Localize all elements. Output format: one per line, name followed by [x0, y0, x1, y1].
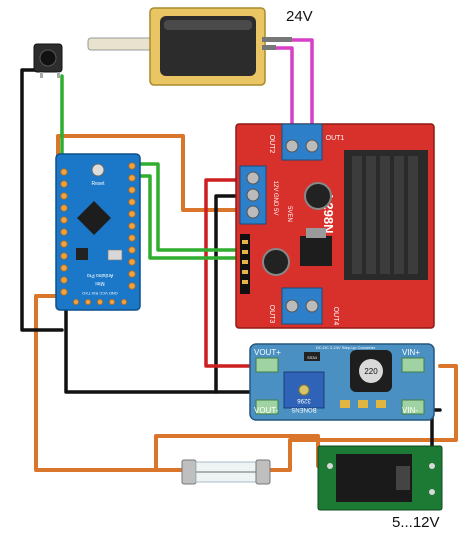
l298n-capacitor-bottom [262, 248, 290, 276]
boost-vout-minus-pad [255, 399, 279, 415]
arduino-brand-line2: Mini [95, 280, 104, 286]
l298n-out1-label: OUT1 [326, 135, 345, 142]
boost-cap-c [376, 400, 386, 408]
push-button-pin-left [40, 72, 43, 78]
dc-jack [317, 445, 443, 511]
l298n-5ven-label: 5VEN [286, 206, 292, 222]
arduino-reset-label: Reset [91, 181, 105, 187]
solenoid-lead-tip-b [262, 45, 276, 50]
arduino-left-pins [60, 168, 68, 296]
wire-black-arduino-to-voutminus [64, 298, 260, 412]
l298n-driver: L298N OU [235, 123, 435, 329]
wires [20, 38, 458, 472]
solenoid [87, 7, 292, 86]
wire-magenta-solenoid-a [264, 38, 314, 132]
l298n-regulator [300, 236, 332, 266]
fuse-cap-left [181, 459, 197, 485]
push-button-pin-right [57, 72, 60, 78]
solenoid-plunger [87, 37, 153, 51]
arduino-regulator [76, 248, 88, 260]
boost-title: DC-DC 2-24V Step-Up Converter [316, 345, 376, 350]
boost-vin-plus-pad [401, 357, 425, 373]
terminal-out1-out2 [281, 123, 323, 161]
boost-converter: VOUT+ VOUT- VIN+ VIN- DC-DC 2-24V Step-U… [249, 343, 435, 421]
terminal-out3-out4 [281, 287, 323, 325]
solenoid-coil-shine [164, 20, 252, 30]
fuse-cap-right [255, 459, 271, 485]
arduino-pro-mini: Reset Arduino Pro Mini GND VCC RXI TXO [55, 153, 141, 311]
boost-brand: BONENS [291, 406, 316, 412]
boost-vin-plus-label: VIN+ [402, 348, 420, 357]
boost-vout-plus-label: VOUT+ [254, 348, 281, 357]
l298n-out3-label: OUT3 [268, 305, 275, 324]
boost-pot-label: 3296 [297, 397, 311, 403]
arduino-right-pins [128, 162, 136, 290]
boost-inductor-core [359, 359, 383, 383]
l298n-input-pins [242, 240, 248, 284]
l298n-out2-label: OUT2 [268, 135, 275, 154]
boost-ic [304, 352, 320, 361]
dc-jack-pin-c [429, 489, 435, 495]
push-button-cap [39, 49, 57, 67]
arduino-board [55, 153, 141, 311]
arduino-bottom-pins [73, 298, 128, 305]
bottom-voltage-label: 5...12V [392, 514, 440, 531]
wire-orange-fuse-to-vinplus [266, 364, 458, 472]
boost-ic-label: SS34 [307, 355, 318, 360]
chip-icon [77, 201, 111, 235]
dc-jack-opening [396, 466, 410, 490]
boost-vin-minus-pad [401, 399, 425, 415]
dc-jack-pin-b [429, 463, 435, 469]
wire-orange-fuse-to-arduino [34, 294, 192, 472]
arduino-brand-line1: Arduino Pro [87, 272, 114, 278]
boost-pot-screw [298, 384, 310, 396]
terminal-power [239, 165, 267, 225]
boost-inductor-label: 220 [364, 367, 378, 376]
wire-black-button-ground [20, 68, 64, 332]
l298n-regulator-tab [306, 228, 326, 238]
top-voltage-label: 24V [286, 8, 313, 25]
l298n-out4-label: OUT4 [332, 307, 339, 326]
wire-green-arduino-to-in-a [132, 162, 248, 252]
boost-cap-a [340, 400, 350, 408]
arduino-crystal [107, 249, 123, 261]
boost-cap-b [358, 400, 368, 408]
l298n-power-label: 12V GND 5V [272, 181, 278, 216]
push-button [33, 43, 63, 78]
wire-red-12v-to-voutplus [204, 178, 260, 368]
boost-vout-minus-label: VOUT- [254, 406, 279, 415]
dc-jack-pin-a [327, 463, 333, 469]
wire-orange-arduino-to-l298n [56, 134, 248, 212]
solenoid-lead-tip-a [262, 37, 292, 42]
wire-magenta-solenoid-b [264, 46, 294, 132]
l298n-heatsink [344, 150, 428, 280]
reset-button-icon [91, 163, 105, 177]
wire-green-arduino-to-in-b [132, 174, 248, 260]
l298n-capacitor-top [304, 182, 332, 210]
fuse [181, 459, 271, 485]
boost-vin-minus-label: VIN- [402, 406, 418, 415]
boost-vout-plus-pad [255, 357, 279, 373]
solenoid-coil [160, 16, 256, 76]
arduino-bottom-pin-labels: GND VCC RXI TXO [82, 291, 118, 296]
